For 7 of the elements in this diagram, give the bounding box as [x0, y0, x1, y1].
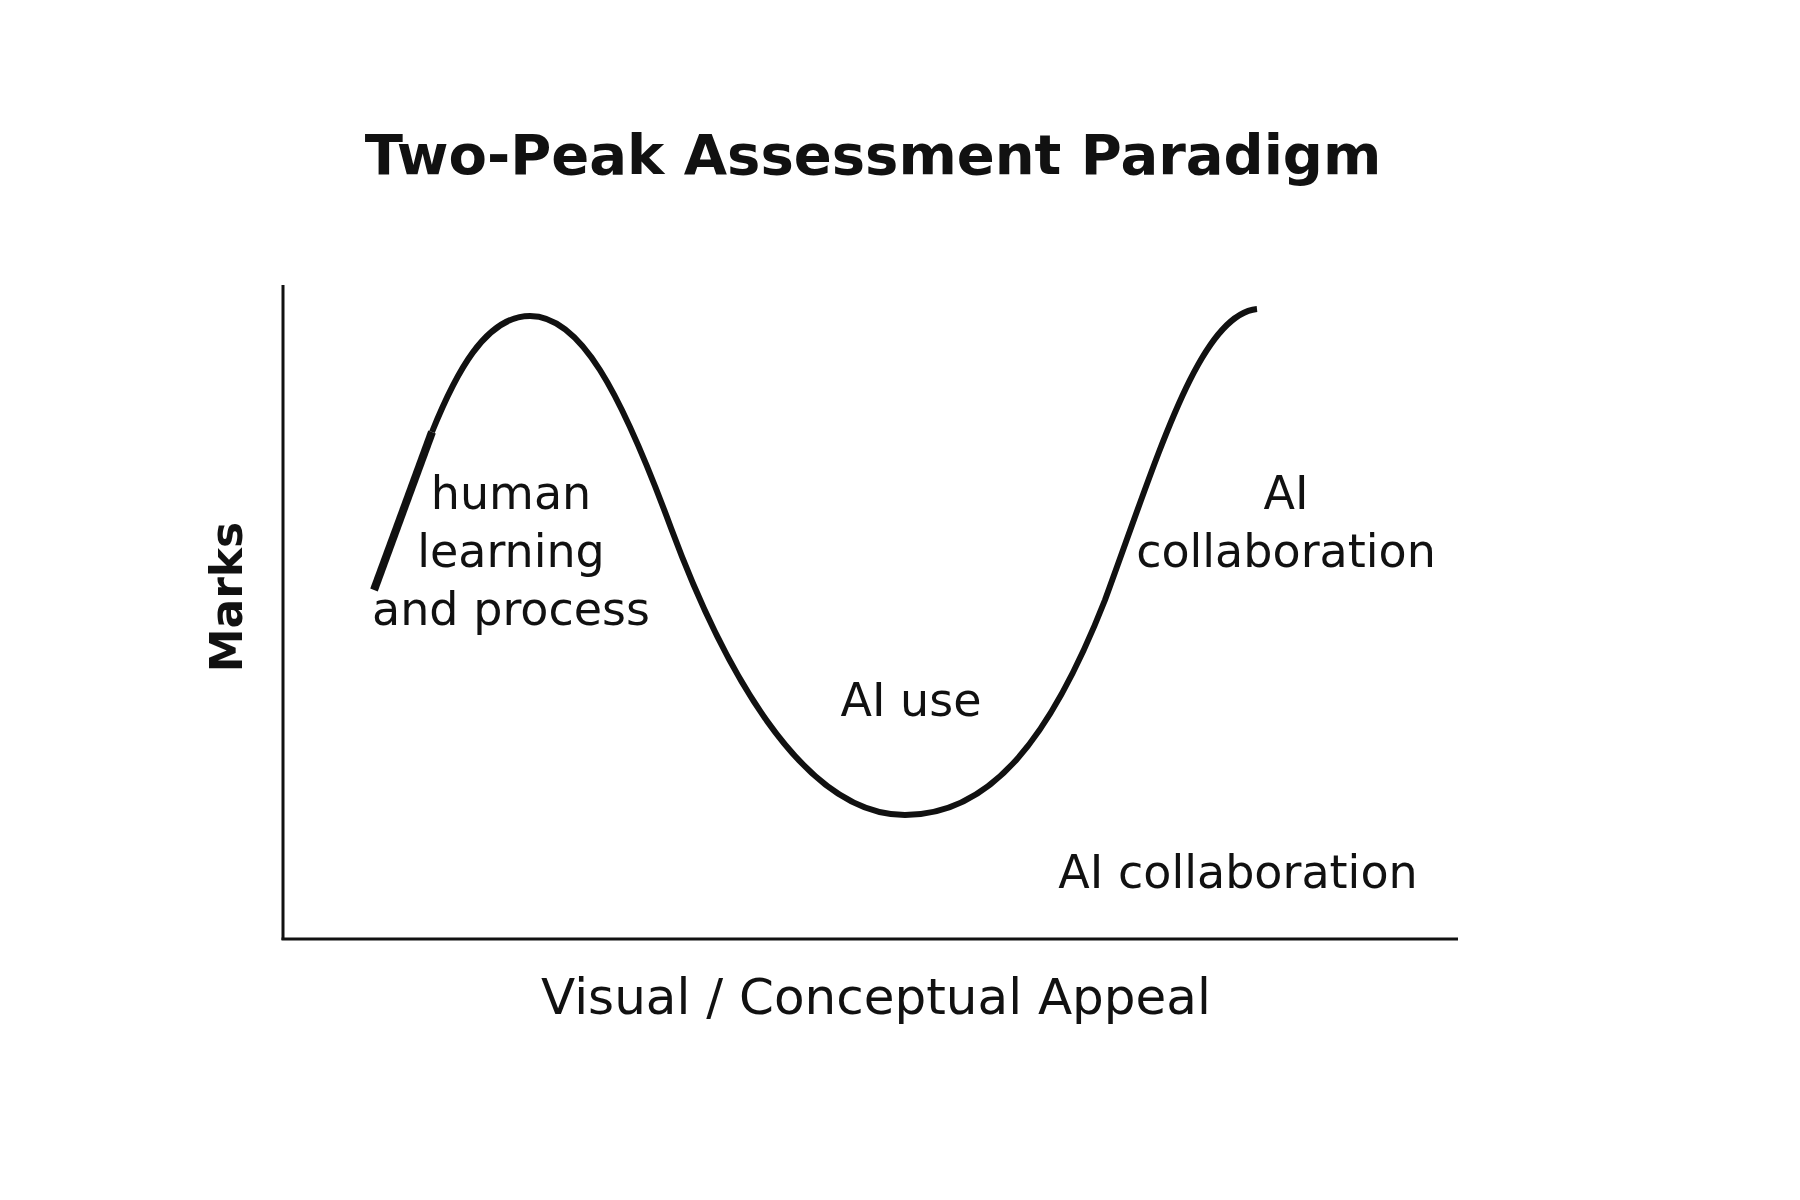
- annotation-label: AI collaboration: [1058, 844, 1418, 901]
- y-axis-title: Marks: [201, 521, 253, 673]
- curve-label: AI collaboration: [1135, 465, 1437, 580]
- curve-label: AI use: [840, 672, 982, 729]
- x-axis-title: Visual / Conceptual Appeal: [541, 967, 1211, 1027]
- curve-label: human learning and process: [371, 465, 651, 638]
- chart-title: Two-Peak Assessment Paradigm: [364, 122, 1382, 188]
